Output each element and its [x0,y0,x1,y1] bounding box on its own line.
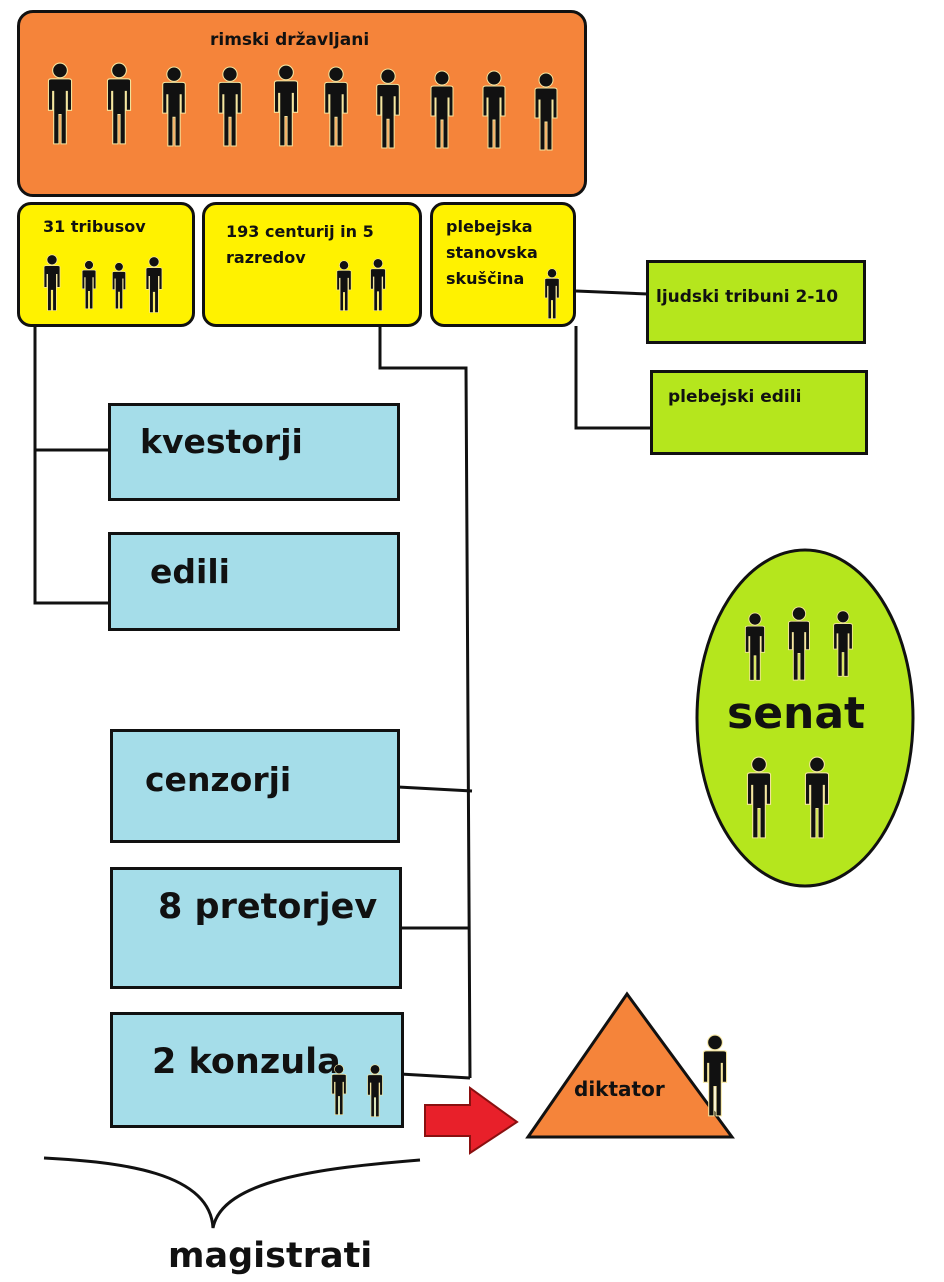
person-icon [214,66,246,153]
plebeian-aediles-label: plebejski edili [668,387,802,407]
connector-centuries [378,327,472,1079]
person-icon [158,66,190,153]
person-icon [426,70,458,155]
plebeian-label-2: stanovska [446,243,538,262]
plebeian-label-3: skuščina [446,269,525,288]
senate-label: senat [727,688,866,739]
arrow-to-dictator [424,1086,519,1155]
centuries-label-1: 193 centurij in 5 [226,222,374,241]
person-icon [800,756,834,845]
plebeian-label-1: plebejska [446,217,533,236]
person-icon [332,260,356,317]
praetors-label: 8 pretorjev [158,887,378,927]
person-icon [103,62,135,151]
dictator-label: diktator [574,1077,665,1101]
person-icon [828,610,858,683]
person-icon [742,756,776,845]
magistrati-brace [43,1156,421,1229]
centuries-label-2: razredov [226,248,306,267]
connector-tribes [33,325,110,605]
person-icon [108,262,130,315]
person-icon [140,256,168,319]
connector-censors [397,785,473,793]
tribunes-label: ljudski tribuni 2-10 [656,287,839,307]
person-icon [328,1064,350,1121]
censors-label: cenzorji [145,760,292,799]
dictator-triangle [525,991,735,1139]
person-icon [362,1064,388,1123]
praetors-box [110,867,402,989]
quaestors-box [108,403,400,501]
person-icon [740,612,770,687]
plebeian-aediles-box [650,370,868,455]
person-icon [38,254,66,317]
censors-box [110,729,400,843]
consuls-box [110,1012,404,1128]
connector-consuls [399,1072,471,1080]
consuls-label: 2 konzula [152,1042,341,1082]
citizens-title: rimski državljani [210,30,370,50]
person-icon [478,70,510,155]
person-icon [698,1034,732,1123]
person-icon [270,64,302,153]
tribunes-box [646,260,866,344]
tribes-box [17,202,195,327]
centuries-box [202,202,422,327]
connector-tribunes [575,289,649,296]
quaestors-label: kvestorji [140,422,303,461]
person-icon [782,606,816,687]
connector-plebeian-aediles [574,326,650,430]
aediles-label: edili [150,552,230,591]
person-icon [320,66,352,153]
person-icon [530,72,562,157]
person-icon [541,268,563,325]
tribes-label: 31 tribusov [43,217,146,236]
person-icon [78,260,100,315]
aediles-box [108,532,400,631]
person-icon [366,258,390,317]
magistrati-label: magistrati [168,1236,373,1276]
person-icon [44,62,76,151]
person-icon [372,68,404,155]
